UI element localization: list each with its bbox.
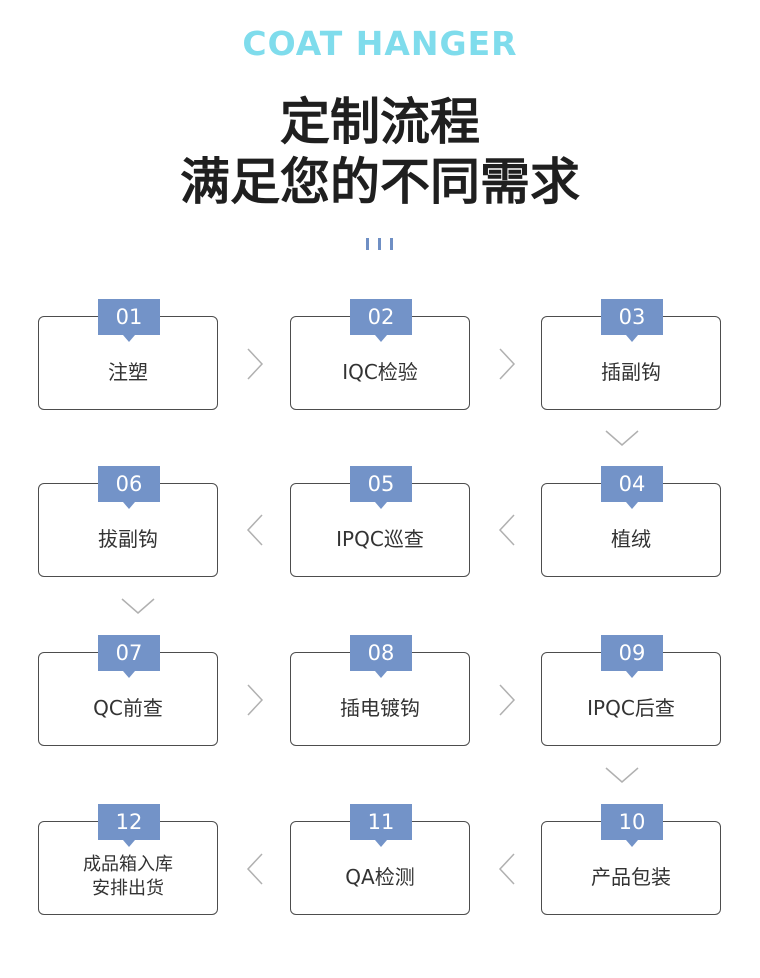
step-number: 09 (601, 635, 663, 678)
page-title-line2: 满足您的不同需求 (180, 153, 580, 211)
chevron-left-icon (246, 513, 264, 547)
step-label: IQC检验 (342, 360, 418, 384)
chevron-right-icon (246, 347, 264, 381)
step-02-box: 02 IQC检验 (290, 299, 470, 410)
step-number: 04 (601, 466, 663, 509)
step-number: 03 (601, 299, 663, 342)
step-04-box: 04 植绒 (541, 466, 721, 577)
chevron-left-icon (498, 852, 516, 886)
step-01-box: 01 注塑 (38, 299, 218, 410)
chevron-down-icon (604, 766, 640, 784)
step-12-box: 12 成品箱入库 安排出货 (38, 804, 218, 915)
chevron-down-icon (120, 597, 156, 615)
step-label: 插电镀钩 (340, 696, 420, 720)
step-number: 07 (98, 635, 160, 678)
chevron-right-icon (246, 683, 264, 717)
divider-icon (366, 238, 394, 250)
step-label: IPQC后查 (587, 696, 675, 720)
step-number: 08 (350, 635, 412, 678)
step-number: 05 (350, 466, 412, 509)
step-label: QA检测 (345, 865, 415, 889)
step-label: 植绒 (611, 527, 651, 551)
step-number: 06 (98, 466, 160, 509)
step-number: 10 (601, 804, 663, 847)
step-number: 02 (350, 299, 412, 342)
step-label: 注塑 (108, 360, 148, 384)
page-title-line1: 定制流程 (280, 93, 480, 151)
chevron-left-icon (246, 852, 264, 886)
step-label: IPQC巡查 (336, 527, 424, 551)
step-label: 拔副钩 (98, 527, 158, 551)
step-09-box: 09 IPQC后查 (541, 635, 721, 746)
step-label: 插副钩 (601, 360, 661, 384)
step-07-box: 07 QC前查 (38, 635, 218, 746)
step-10-box: 10 产品包装 (541, 804, 721, 915)
chevron-left-icon (498, 513, 516, 547)
step-05-box: 05 IPQC巡查 (290, 466, 470, 577)
step-label: QC前查 (93, 696, 163, 720)
step-label: 产品包装 (591, 865, 671, 889)
step-label: 成品箱入库 安排出货 (83, 854, 173, 899)
brand-title: COAT HANGER (242, 24, 518, 63)
step-number: 11 (350, 804, 412, 847)
step-08-box: 08 插电镀钩 (290, 635, 470, 746)
step-number: 12 (98, 804, 160, 847)
step-number: 01 (98, 299, 160, 342)
chevron-right-icon (498, 683, 516, 717)
chevron-down-icon (604, 429, 640, 447)
step-06-box: 06 拔副钩 (38, 466, 218, 577)
chevron-right-icon (498, 347, 516, 381)
step-03-box: 03 插副钩 (541, 299, 721, 410)
step-11-box: 11 QA检测 (290, 804, 470, 915)
